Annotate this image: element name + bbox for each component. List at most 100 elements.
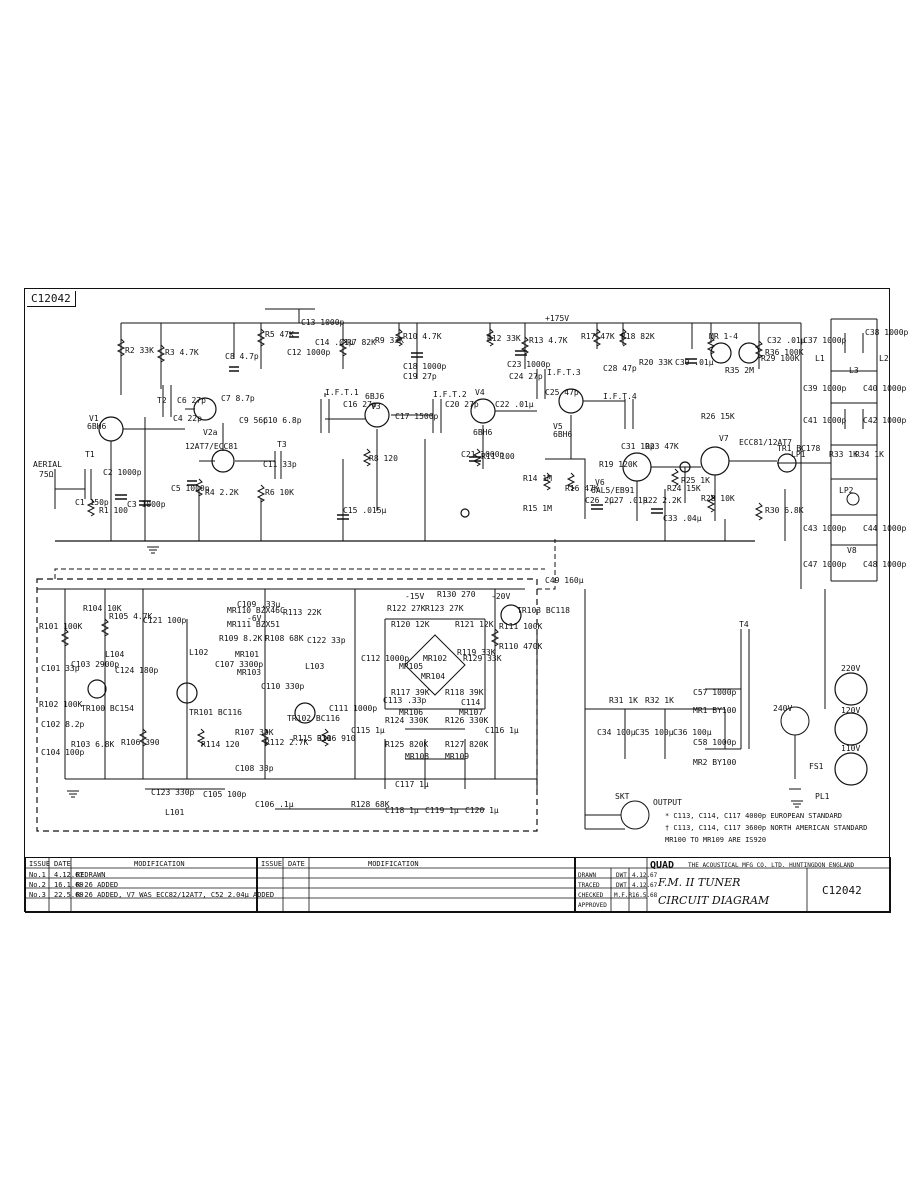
title-main: F.M. II TUNER [658,876,741,889]
mod-header-modification: MODIFICATION [134,860,185,868]
label-r115: R115 330 [293,734,332,743]
label-r129: R129 33K [463,654,502,663]
power-supply [585,629,810,790]
label-l103: L103 [305,662,325,671]
label-r121: R121 12K [455,620,494,629]
filter-ladder [777,318,878,582]
label-c42: C42 1000p [863,416,907,425]
label-r102: R102 100K [39,700,83,709]
label-v6-type: 6AL5/EB91 [591,486,635,495]
label-c8: C8 4.7p [225,352,259,361]
label-c121: C121 100p [143,616,187,625]
label-mr2: MR2 BY100 [693,758,737,767]
label-c107: C107 3300p [215,660,264,669]
title-row-drawn: DRAWN [578,872,597,879]
drawing-number-tag: C12042 [27,291,76,307]
label-r29: R29 100K [761,354,800,363]
label-ift1: I.F.T.1 [325,388,359,397]
label-r110: R110 470K [499,642,543,651]
label-v3-type: 6BJ6 [365,392,385,401]
label-mr108: MR108 [405,752,430,761]
label-c41: C41 1000p [803,416,847,425]
label-r31: R31 1K [609,696,638,705]
label-v5-type: 6BH6 [553,430,573,439]
label-c20: C20 27p [445,400,479,409]
label-c1: C1 150p [75,498,109,507]
label-c110: C110 330p [261,682,305,691]
mod-row3-text: R-26 ADDED, V7 WAS ECC82/12AT7, C52 2.04… [76,891,275,899]
label-c122: C122 33p [307,636,346,645]
label-c18: C18 1000p [403,362,447,371]
label-l2: L2 [879,354,889,363]
label-c14: C14 .01μ [315,338,354,347]
modification-table-right: ISSUE DATE MODIFICATION [257,857,575,913]
title-block-grid [575,857,891,913]
label-r7: R7 82K [347,338,376,347]
label-v7: V7 [719,434,729,443]
label-r16: R16 47K [565,484,599,493]
title-drawing-no: C12042 [822,884,862,897]
label-c15: C15 .015μ [343,506,387,515]
label-t3: T3 [277,440,287,449]
label-r118: R118 39K [445,688,484,697]
title-row-drawn-date: 4.12.67 [632,872,658,879]
label-r12: R12 33K [487,334,521,343]
valve-v2b [211,449,235,473]
label-l1: L1 [815,354,825,363]
label-r109: R109 8.2K [219,634,263,643]
label-r120: R120 12K [391,620,430,629]
label-fs1: FS1 [809,762,824,771]
transistor-tr102 [294,702,316,724]
label-c24: C24 27p [509,372,543,381]
label-c117: C117 1μ [395,780,429,789]
label-r123: R123 27K [425,604,464,613]
mod-right-header-modification: MODIFICATION [368,860,419,868]
label-c21: C21 1000p [461,450,505,459]
label-c17: C17 1500p [395,412,439,421]
label-v8: V8 [847,546,857,555]
mod-row1-date: 4.12.67 [54,871,84,879]
label-c23: C23 1000p [507,360,551,369]
label-c16: C16 27p [343,400,377,409]
label-c28: C28 47p [603,364,637,373]
modification-table-left: ISSUE DATE MODIFICATION No.1 4.12.67 RED… [25,857,274,913]
label-mr102: MR102 [423,654,448,663]
ground-symbols [67,546,803,808]
mod-row1-text: REDRAWN [76,871,106,879]
label-c40: C40 1000p [863,384,907,393]
label-r1: R1 100 [99,506,128,515]
schematic-sheet: C12042 [24,288,908,913]
label-c39: C39 1000p [803,384,847,393]
label-mr104: MR104 [421,672,446,681]
label-mr103: MR103 [237,668,262,677]
label-c43: C43 1000p [803,524,847,533]
label-r111: R111 100K [499,622,543,631]
label-c111: C111 1000p [329,704,378,713]
label-ift2: I.F.T.2 [433,390,467,399]
label-c22: C22 .01μ [495,400,534,409]
note-european: * C113, C114, C117 4000p EUROPEAN STANDA… [665,812,843,820]
label-t2: T2 [157,396,167,405]
label-r114: R114 120 [201,740,240,749]
label-r24: R24 15K [667,484,701,493]
label-v1: V1 [89,414,99,423]
label-mr110: MR110 BZX46C [227,606,285,615]
ratio-detector-bridge [404,634,466,696]
label-c104: C104 100p [41,748,85,757]
label-r122: R122 27K [387,604,426,613]
circuit-drawing [36,308,878,832]
label-110v: 110V [841,744,861,753]
label-v6: V6 [595,478,605,487]
output-socket [620,800,650,830]
label-r107: R107 33K [235,728,274,737]
label-r119: R119 33K [457,648,496,657]
label-c120: C120 1μ [465,806,499,815]
label-mr105: MR105 [399,662,424,671]
label-c58: C58 1000p [693,738,737,747]
mod-row3-date: 22.5.68 [54,891,84,899]
label-t1: T1 [85,450,95,459]
label-c124: C124 180p [115,666,159,675]
label-r117: R117 39K [391,688,430,697]
label-c32: C32 .01μ [767,336,806,345]
label-c101: C101 33p [41,664,80,673]
